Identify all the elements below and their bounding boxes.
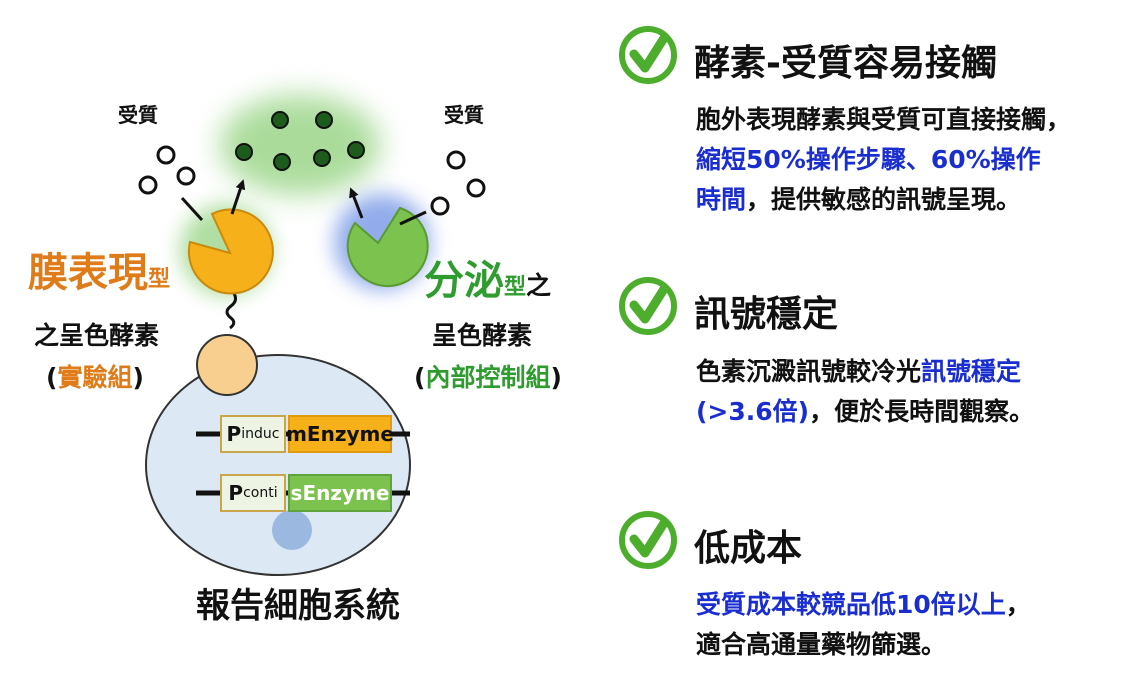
secreted-group: (內部控制組) [414, 363, 562, 393]
highlight-text: 訊號穩定 [921, 357, 1022, 386]
paren-close: ) [550, 363, 562, 392]
product-dot [273, 153, 291, 171]
body-text: ，提供敏感的訊號呈現。 [746, 185, 1022, 214]
highlight-text: 受質成本較競品低10倍以上 [696, 590, 1006, 619]
secreted-type-heading: 分泌型之 [424, 258, 551, 304]
highlight-text: 時間 [696, 185, 747, 214]
body-text: 適合高通量藥物篩選。 [696, 630, 947, 659]
substrate-dot [466, 178, 486, 198]
substrate-label-right: 受質 [444, 103, 484, 127]
section-body-cost: 受質成本較競品低10倍以上， 適合高通量藥物篩選。 [696, 585, 1136, 665]
product-out-arrow-left [230, 179, 246, 215]
body-text: 胞外表現酵素與受質可直接接觸， [696, 105, 1072, 134]
check-icon [619, 511, 677, 569]
paren-open: ( [414, 363, 426, 392]
membrane-group-label: 實驗組 [57, 363, 133, 392]
substrate-dot [430, 196, 450, 216]
product-dot [313, 149, 331, 167]
promoter-subscript: conti [243, 485, 278, 501]
secreted-enzyme [346, 206, 429, 288]
reporter-system-title: 報告細胞系統 [196, 586, 400, 626]
product-glow [220, 95, 380, 195]
section-heading-stable: 訊號穩定 [694, 294, 839, 335]
section-body-stable: 色素沉澱訊號較冷光訊號穩定(>3.6倍)，便於長時間觀察。 [696, 352, 1136, 432]
membrane-tether [225, 291, 238, 330]
body-text: ，便於長時間觀察。 [809, 397, 1035, 426]
body-text: 色素沉澱訊號較冷光 [696, 357, 922, 386]
body-line: 縮短50%操作步驟、60%操作 [696, 140, 1136, 180]
membrane-type-heading: 膜表現型 [28, 250, 170, 296]
membrane-group: (實驗組) [46, 363, 144, 393]
m-enzyme-gene: mEnzyme [286, 415, 394, 453]
secreted-tail: 之 [526, 271, 552, 300]
product-dot [347, 141, 365, 159]
substrate-label-left: 受質 [118, 103, 158, 127]
substrate-dot [446, 150, 466, 170]
body-line: (>3.6倍)，便於長時間觀察。 [696, 392, 1136, 432]
body-line: 適合高通量藥物篩選。 [696, 625, 1136, 665]
product-dot [315, 111, 333, 129]
membrane-enzyme [187, 208, 274, 295]
promoter-letter: P [226, 422, 242, 446]
membrane-anchor [196, 334, 258, 396]
promoter-subscript: induc [241, 426, 280, 442]
section-heading-cost: 低成本 [694, 528, 803, 569]
nucleus [272, 510, 312, 550]
paren-close: ) [132, 363, 144, 392]
s-enzyme-gene: sEnzyme [288, 474, 392, 512]
promoter-letter: P [228, 481, 244, 505]
substrate-dot [138, 175, 158, 195]
secreted-line2: 呈色酵素 [432, 321, 533, 350]
substrate-in-arrow-right [399, 210, 427, 226]
substrate-in-arrow-left [180, 196, 204, 222]
highlight-text: (>3.6倍) [696, 397, 810, 426]
secreted-suffix: 型 [504, 275, 527, 300]
body-line: 胞外表現酵素與受質可直接接觸， [696, 100, 1136, 140]
section-heading-contact: 酵素-受質容易接觸 [694, 43, 997, 84]
check-icon [619, 26, 677, 84]
section-body-contact: 胞外表現酵素與受質可直接接觸，縮短50%操作步驟、60%操作時間，提供敏感的訊號… [696, 100, 1136, 220]
substrate-dot [176, 166, 196, 186]
membrane-title: 膜表現 [28, 250, 148, 296]
substrate-dot [156, 145, 176, 165]
reporter-cell [145, 354, 411, 576]
product-dot [235, 143, 253, 161]
body-line: 受質成本較競品低10倍以上， [696, 585, 1136, 625]
body-line: 色素沉澱訊號較冷光訊號穩定 [696, 352, 1136, 392]
body-text: ， [1005, 590, 1031, 619]
check-icon [619, 277, 677, 335]
secreted-group-label: 內部控制組 [425, 363, 551, 392]
product-dot [271, 111, 289, 129]
paren-open: ( [46, 363, 58, 392]
secreted-title: 分泌 [424, 258, 504, 304]
body-line: 時間，提供敏感的訊號呈現。 [696, 180, 1136, 220]
membrane-line2: 之呈色酵素 [34, 321, 160, 350]
highlight-text: 縮短50%操作步驟、60%操作 [696, 145, 1041, 174]
product-out-arrow-right [349, 187, 364, 219]
membrane-suffix: 型 [148, 267, 171, 292]
